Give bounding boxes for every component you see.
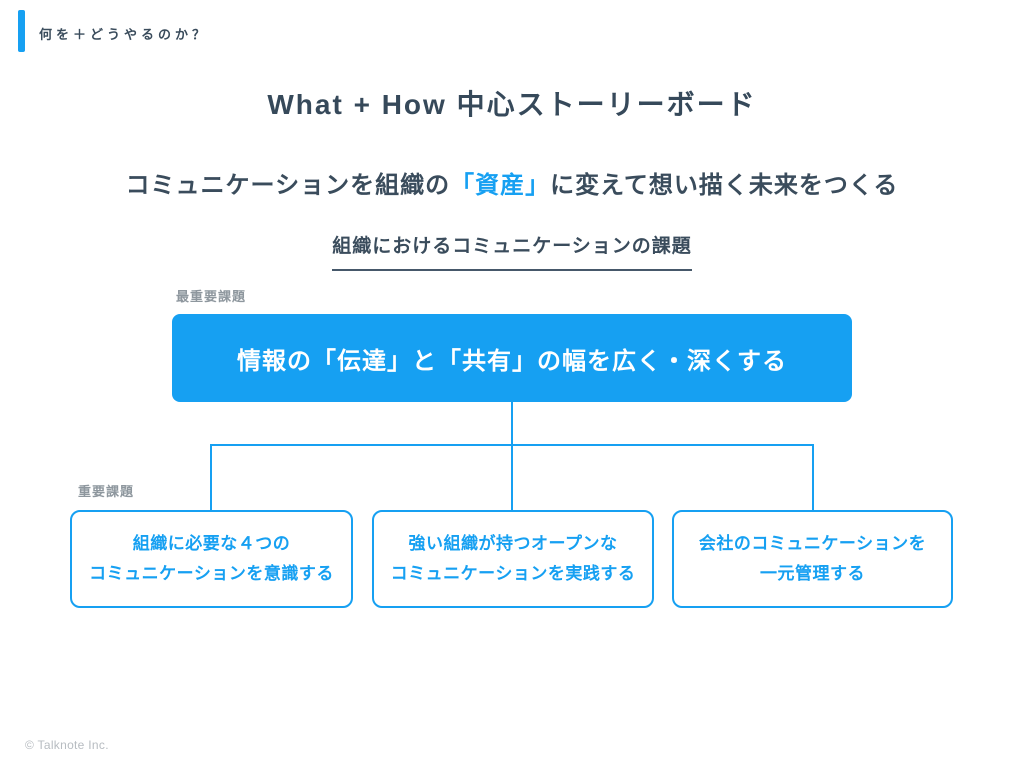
header-label: 何を＋どうやるのか？ bbox=[39, 27, 210, 42]
child-issue-box-2: 強い組織が持つオープンな コミュニケーションを実践する bbox=[372, 510, 654, 608]
section-heading-wrap: 組織におけるコミュニケーションの課題 bbox=[0, 231, 1024, 271]
section-heading: 組織におけるコミュニケーションの課題 bbox=[332, 231, 692, 271]
root-issue-box: 情報の「伝達」と「共有」の幅を広く・深くする bbox=[172, 314, 852, 402]
root-issue-text: 情報の「伝達」と「共有」の幅を広く・深くする bbox=[237, 347, 787, 375]
subtitle-highlight: 「資産」 bbox=[450, 172, 551, 199]
connector-left-vertical bbox=[210, 444, 212, 510]
footer-copyright: © Talknote Inc. bbox=[25, 738, 109, 752]
top-priority-label: 最重要課題 bbox=[176, 289, 247, 304]
subtitle-pre: コミュニケーションを組織の bbox=[125, 172, 451, 199]
child-box-line: 一元管理する bbox=[760, 564, 865, 583]
child-box-line: 組織に必要な４つの bbox=[132, 534, 291, 554]
header-accent-bar bbox=[18, 10, 25, 52]
child-box-line: 強い組織が持つオープンな bbox=[408, 534, 618, 554]
slide-title: What + How 中心ストーリーボード bbox=[267, 89, 757, 120]
subtitle-post: に変えて想い描く未来をつくる bbox=[550, 172, 899, 199]
slide-subtitle: コミュニケーションを組織の「資産」に変えて想い描く未来をつくる bbox=[0, 165, 1024, 200]
child-issue-box-1: 組織に必要な４つの コミュニケーションを意識する bbox=[70, 510, 353, 608]
child-box-line: コミュニケーションを実践する bbox=[390, 564, 636, 583]
child-issue-box-3: 会社のコミュニケーションを 一元管理する bbox=[672, 510, 953, 608]
child-box-line: 会社のコミュニケーションを bbox=[698, 534, 927, 554]
priority-label: 重要課題 bbox=[78, 484, 135, 499]
child-box-line: コミュニケーションを意識する bbox=[89, 564, 334, 583]
connector-middle-vertical bbox=[511, 444, 513, 510]
connector-root-vertical bbox=[511, 402, 513, 445]
connector-right-vertical bbox=[812, 444, 814, 510]
